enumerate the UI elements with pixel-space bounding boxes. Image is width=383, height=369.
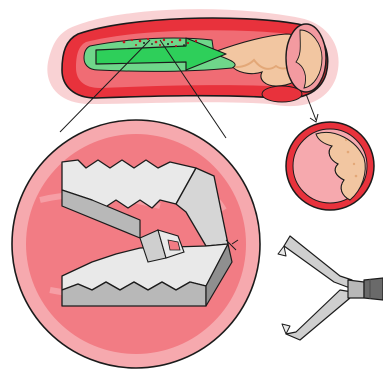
forceps-handle [364, 278, 383, 300]
forceps-lower-prong [286, 290, 352, 340]
vessel-segment [47, 9, 338, 106]
forceps-joint [348, 280, 364, 298]
forceps-tool [278, 236, 383, 340]
vessel-cross-section [286, 122, 374, 210]
vessel-bulge [262, 86, 302, 102]
forceps-upper-prong [284, 236, 352, 288]
magnified-stent-view [12, 120, 260, 368]
